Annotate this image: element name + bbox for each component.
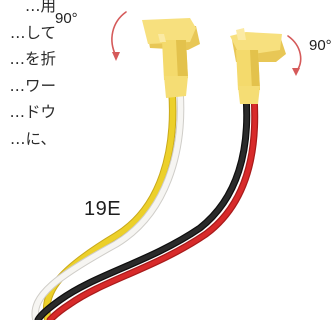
right-cable bbox=[34, 92, 259, 320]
description-text: …用 …して …を折 …ワー …ドウ …に、 bbox=[0, 0, 56, 159]
left-connector-top bbox=[142, 18, 196, 44]
black-wire-core bbox=[35, 93, 249, 320]
description-line: …用 bbox=[24, 0, 56, 15]
white-wire-core bbox=[32, 89, 184, 320]
left-connector-side bbox=[176, 40, 188, 80]
left-connector-highlight bbox=[158, 34, 166, 42]
right-connector bbox=[230, 28, 286, 104]
yellow-wire-core bbox=[43, 89, 176, 320]
description-line: …ワー bbox=[9, 76, 56, 95]
curved-rotation-arrow-icon bbox=[111, 11, 127, 61]
right-connector-side bbox=[250, 50, 260, 90]
left-cable bbox=[31, 88, 185, 320]
left-connector bbox=[142, 18, 200, 98]
left-angle-label: 90° bbox=[55, 10, 78, 27]
description-line: …して bbox=[9, 23, 56, 42]
right-connector-base bbox=[238, 86, 260, 104]
right-angle-label: 90° bbox=[309, 37, 332, 54]
red-wire-core bbox=[47, 93, 257, 320]
curved-rotation-arrow-icon bbox=[287, 35, 302, 76]
model-label: 19E bbox=[84, 198, 122, 220]
description-line: …を折 bbox=[9, 50, 56, 68]
left-connector-base bbox=[164, 76, 188, 98]
description-line: …に、 bbox=[9, 129, 56, 148]
description-line: …ドウ bbox=[9, 103, 56, 121]
right-connector-highlight bbox=[236, 28, 246, 40]
